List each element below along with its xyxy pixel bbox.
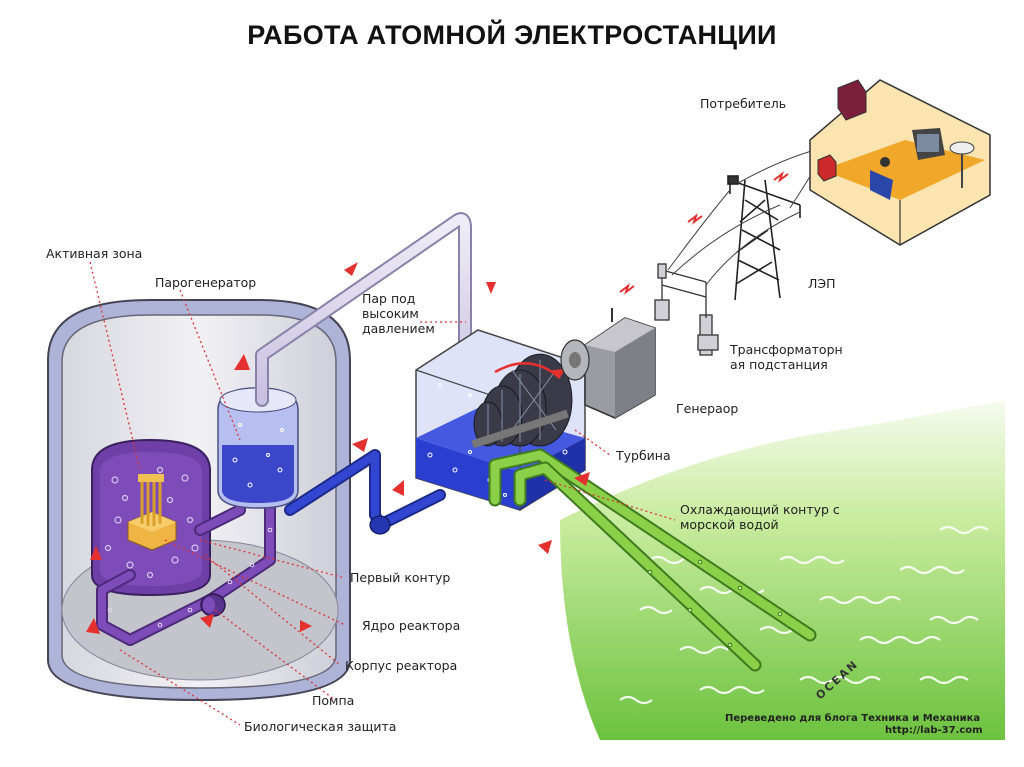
label-generator: Генераор xyxy=(676,401,738,416)
label-reactor-vessel: Корпус реактора xyxy=(345,658,457,673)
steam-pipe xyxy=(255,212,472,407)
label-consumer: Потребитель xyxy=(700,96,786,111)
label-substation-2: ая подстанция xyxy=(730,357,828,372)
pump xyxy=(200,593,226,617)
credit-line-2: http://lab-37.com xyxy=(885,725,983,736)
cooling-loop xyxy=(488,448,817,672)
flow-arrows xyxy=(86,171,789,634)
label-reactor-core: Ядро реактора xyxy=(362,618,460,633)
turbine xyxy=(471,353,573,449)
label-power-line: ЛЭП xyxy=(808,276,836,291)
label-steam-generator: Парогенератор xyxy=(155,275,256,290)
leader-lines xyxy=(89,261,676,726)
label-steam-high-1: Пар под xyxy=(362,291,415,306)
label-pump: Помпа xyxy=(312,693,354,708)
label-active-zone: Активная зона xyxy=(46,246,142,261)
consumer-house xyxy=(809,79,991,246)
feedwater-pipe xyxy=(284,449,446,535)
label-steam-high-3: давлением xyxy=(362,321,435,336)
label-cooling-2: морской водой xyxy=(680,517,779,532)
credit-line-1: Переведено для блога Техника и Механика xyxy=(725,712,980,724)
label-substation-1: Трансформаторн xyxy=(729,342,843,357)
label-steam-high-2: высоким xyxy=(362,306,419,321)
transformer-substation xyxy=(654,263,719,356)
reactor-core xyxy=(127,474,177,551)
primary-loop xyxy=(96,464,276,646)
label-bio-shield: Биологическая защита xyxy=(244,719,396,734)
power-line-tower xyxy=(667,149,821,301)
generator xyxy=(560,308,656,419)
label-cooling-1: Охлаждающий контур с xyxy=(680,502,840,517)
label-primary-loop: Первый контур xyxy=(350,570,450,585)
label-turbine: Турбина xyxy=(615,448,671,463)
sea xyxy=(560,400,1005,740)
page-title: РАБОТА АТОМНОЙ ЭЛЕКТРОСТАНЦИИ xyxy=(247,20,777,50)
steam-generator xyxy=(217,387,299,509)
